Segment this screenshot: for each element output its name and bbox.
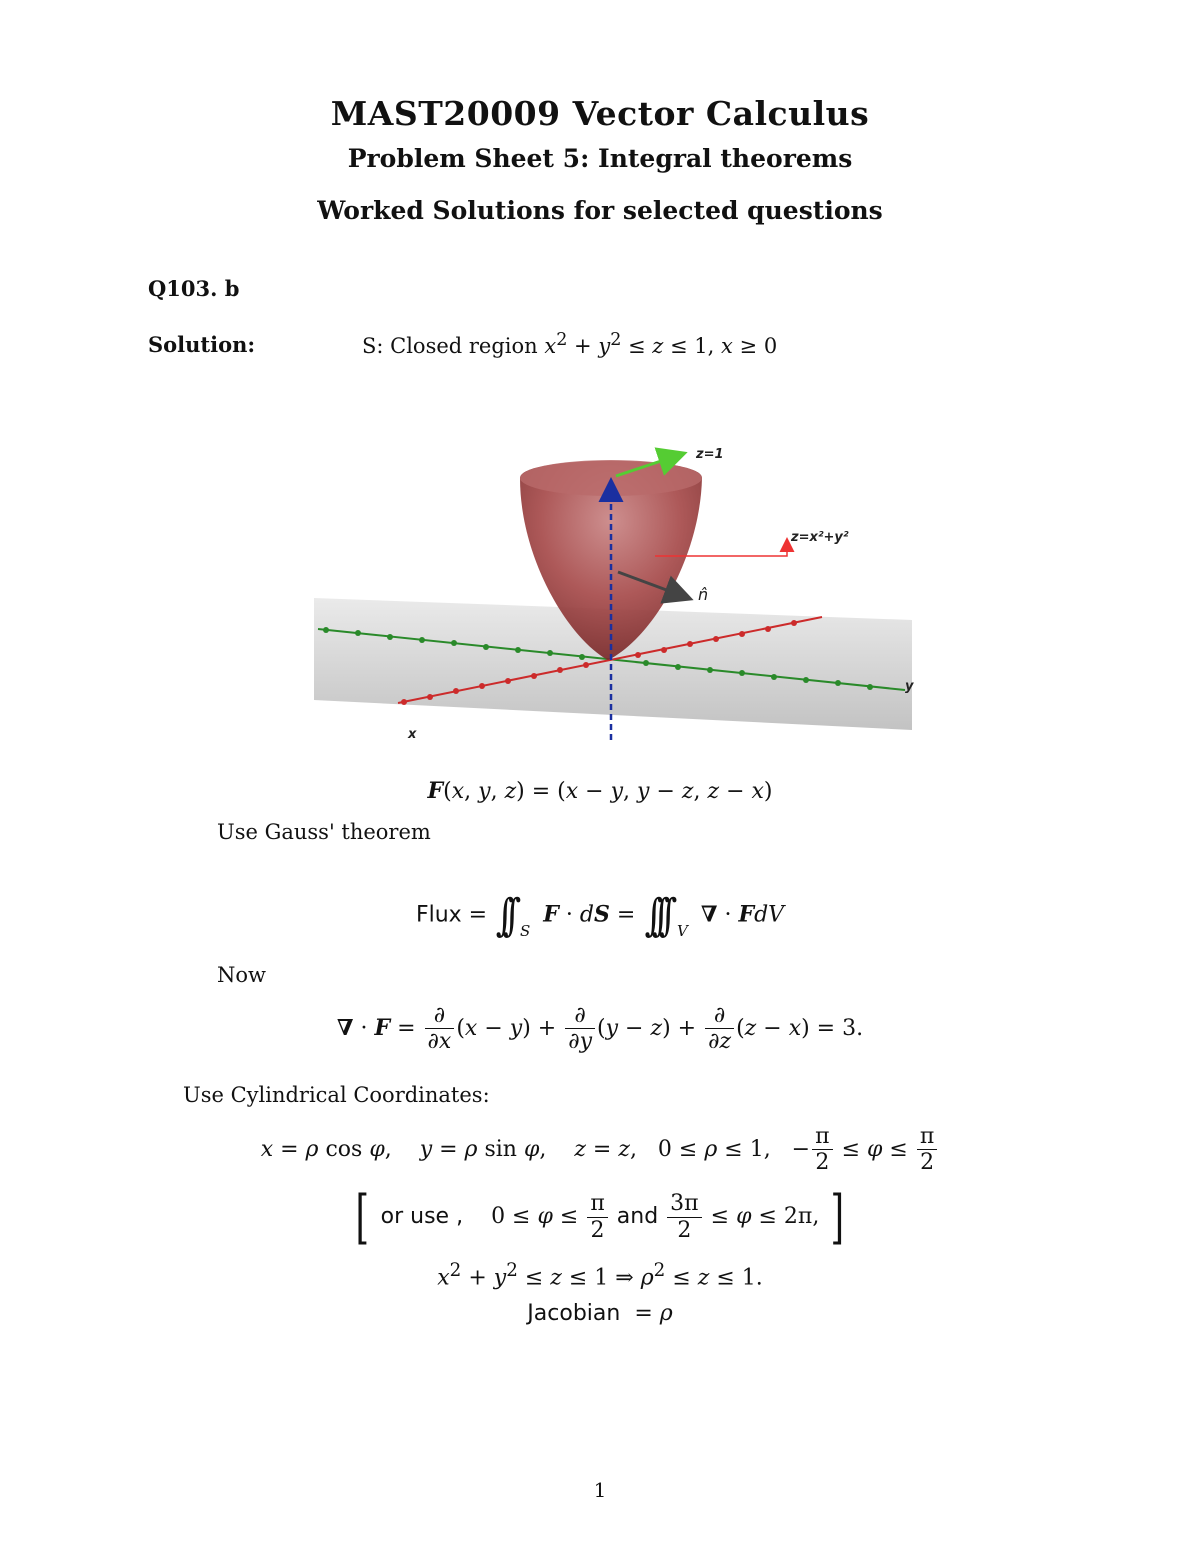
paraboloid-callout	[655, 537, 795, 557]
solution-label: Solution:	[148, 332, 256, 357]
region-inequality: x2 + y2 ≤ z ≤ 1, x ≥ 0	[544, 330, 778, 358]
cylindrical-substitution: x = ρ cos φ, y = ρ sin φ, z = z, 0 ≤ ρ ≤…	[0, 1124, 1200, 1176]
x-axis-ticks	[401, 620, 797, 705]
jacobian-equation: Jacobian = ρ	[527, 1301, 673, 1326]
cylindrical-instruction: Use Cylindrical Coordinates:	[183, 1083, 490, 1107]
y-axis-label: y	[905, 679, 914, 694]
jacobian-word: Jacobian	[527, 1301, 621, 1326]
document-title: MAST20009 Vector Calculus	[330, 94, 870, 133]
question-label: Q103. b	[148, 276, 240, 301]
top-surface-arrow	[615, 447, 688, 478]
divergence-equation: ∇ · F = ∂∂x(x − y) + ∂∂y(y − z) + ∂∂z(z …	[336, 1003, 864, 1055]
paraboloid-surface	[520, 460, 702, 660]
normal-vector-label: n̂	[698, 585, 708, 604]
flux-word: Flux	[415, 902, 462, 928]
now-label: Now	[217, 963, 266, 987]
region-prefix: S: Closed region	[362, 334, 538, 358]
normal-vector-arrow	[617, 570, 694, 604]
paraboloid-label: z=x²+y²	[790, 530, 849, 545]
or-use-text: or use ,	[380, 1204, 464, 1229]
xy-plane	[314, 598, 912, 730]
flux-equation: Flux = ∫∫S F · dS = ∫∫∫V ∇ · FdV	[415, 890, 785, 941]
y-axis-ticks	[323, 627, 873, 690]
x-axis-label: x	[407, 727, 417, 742]
paraboloid-rim	[520, 460, 702, 496]
region-definition: S: Closed region x2 + y2 ≤ z ≤ 1, x ≥ 0	[362, 330, 777, 358]
z-bounds-equation: x2 + y2 ≤ z ≤ 1 ⇒ ρ2 ≤ z ≤ 1.	[437, 1260, 763, 1291]
paraboloid-figure: n̂ z=1 z=x²+y² x y	[314, 447, 914, 742]
gauss-instruction: Use Gauss' theorem	[217, 820, 431, 844]
problem-sheet-subtitle: Problem Sheet 5: Integral theorems	[347, 144, 853, 173]
worked-solutions-subtitle: Worked Solutions for selected questions	[317, 196, 883, 225]
top-surface-label: z=1	[695, 447, 724, 462]
vector-field-equation: F(x, y, z) = (x − y, y − z, z − x)	[427, 778, 773, 804]
and-word: and	[616, 1204, 659, 1229]
page-number: 1	[593, 1478, 607, 1502]
